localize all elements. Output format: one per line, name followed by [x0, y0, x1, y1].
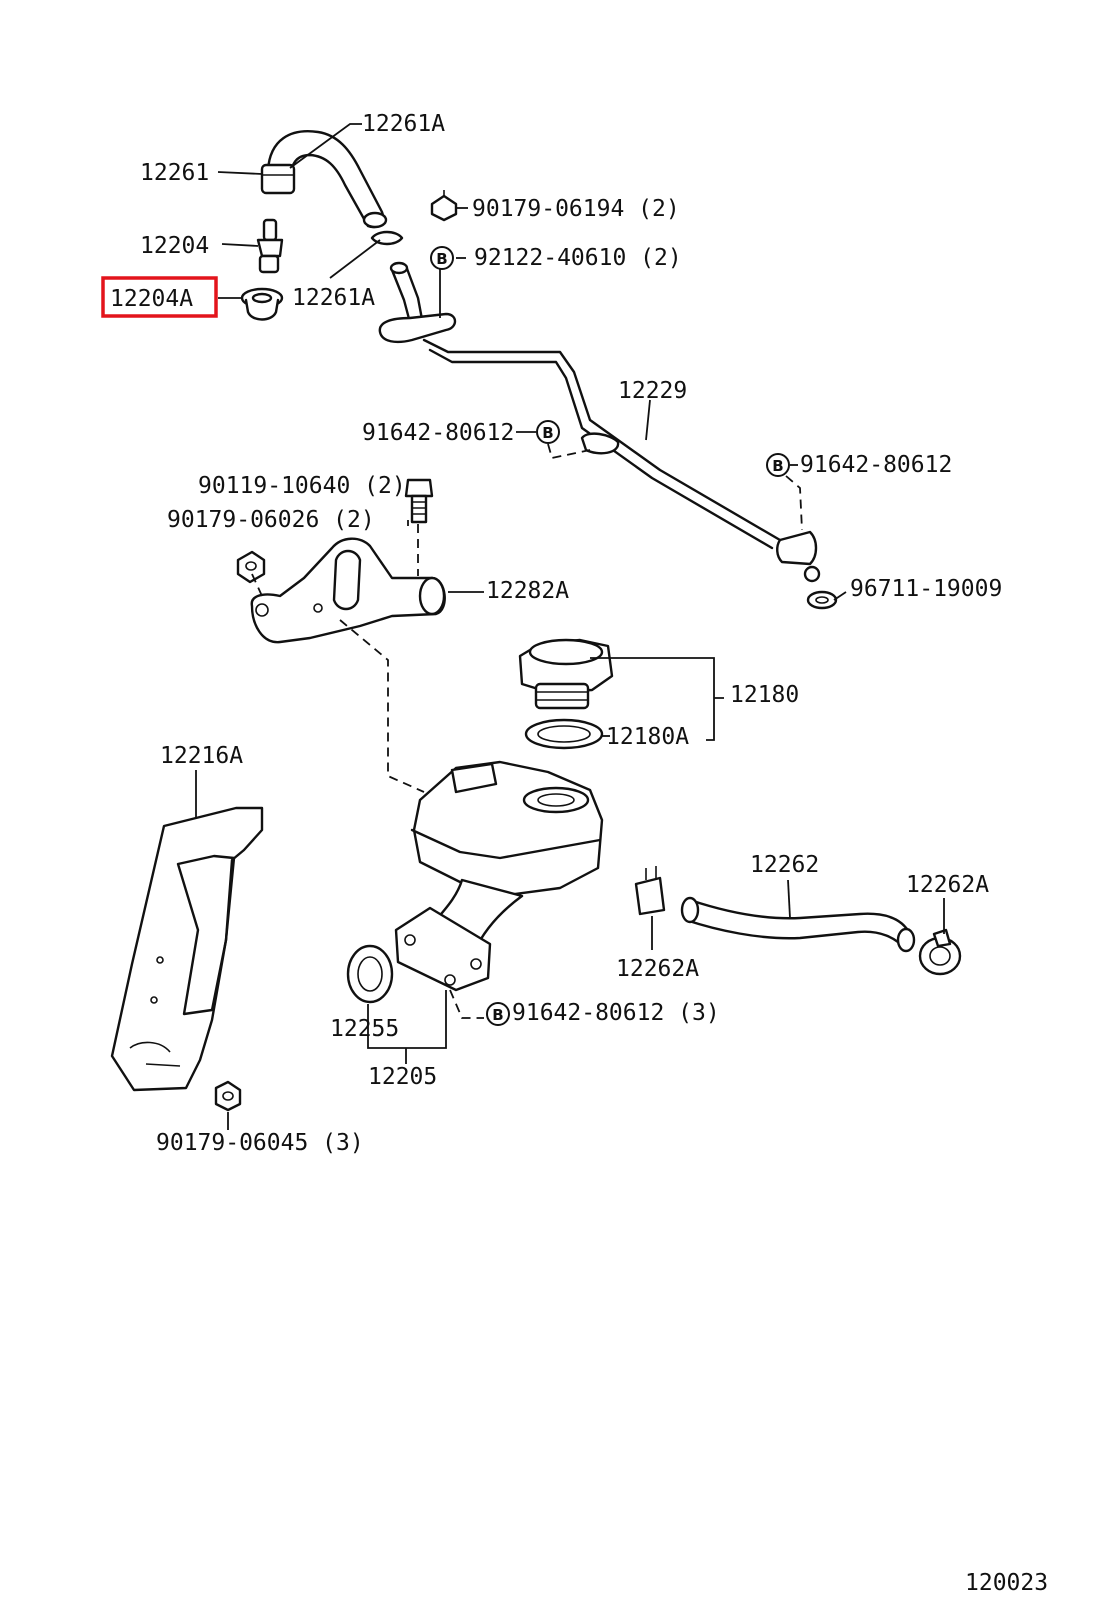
label-92122-40610[interactable]: 92122-40610 (2) [474, 245, 682, 271]
bolt-marker-91642-right: B [766, 453, 790, 477]
oil-filler-cap-12180-drawing[interactable] [518, 638, 614, 710]
bolt-marker-92122: B [430, 246, 454, 270]
nut-90179-06045-drawing[interactable] [214, 1080, 242, 1112]
label-12282A[interactable]: 12282A [486, 578, 569, 604]
label-12204A[interactable]: 12204A [110, 286, 193, 312]
label-12261[interactable]: 12261 [140, 160, 209, 186]
dashed-reference-lines [251, 262, 803, 1019]
bracket-12282A-drawing[interactable] [250, 537, 446, 644]
label-12229[interactable]: 12229 [618, 378, 687, 404]
baffle-plate-12216A-drawing[interactable] [110, 806, 264, 1092]
bolt-90119-10640-drawing[interactable] [404, 478, 434, 524]
label-12262A-left[interactable]: 12262A [616, 956, 699, 982]
gasket-12255-drawing[interactable] [346, 944, 394, 1004]
oil-separator-12205-drawing[interactable] [394, 760, 604, 992]
bolt-marker-91642-left: B [536, 420, 560, 444]
label-12262[interactable]: 12262 [750, 852, 819, 878]
diagram-id: 120023 [965, 1570, 1048, 1596]
label-90179-06045[interactable]: 90179-06045 (3) [156, 1130, 364, 1156]
hose-12261-drawing[interactable] [260, 130, 388, 229]
bolt-90179-06194-drawing[interactable] [430, 190, 458, 222]
label-91642-80612-right[interactable]: 91642-80612 [800, 452, 952, 478]
svg-text:B: B [772, 457, 783, 475]
label-90179-06026[interactable]: 90179-06026 (2) [167, 507, 375, 533]
label-96711-19009[interactable]: 96711-19009 [850, 576, 1002, 602]
pcv-valve-12204-drawing[interactable] [256, 218, 284, 274]
leader-lines [195, 123, 945, 1130]
label-90119-10640[interactable]: 90119-10640 (2) [198, 473, 406, 499]
label-12261A-top[interactable]: 12261A [362, 111, 445, 137]
label-91642-80612-left[interactable]: 91642-80612 [362, 420, 514, 446]
bolt-marker-91642-3: B [486, 1002, 510, 1026]
nut-90179-06026-drawing[interactable] [236, 550, 266, 584]
label-12204[interactable]: 12204 [140, 233, 209, 259]
svg-text:B: B [492, 1006, 503, 1024]
label-12255[interactable]: 12255 [330, 1016, 399, 1042]
pipe-12229-drawing[interactable] [378, 261, 821, 583]
label-12180[interactable]: 12180 [730, 682, 799, 708]
highlight-box-12204A [101, 276, 218, 318]
clamp-12262A-right-drawing[interactable] [918, 928, 962, 976]
label-12262A-right[interactable]: 12262A [906, 872, 989, 898]
label-90179-06194[interactable]: 90179-06194 (2) [472, 196, 680, 222]
label-91642-80612-3[interactable]: 91642-80612 (3) [512, 1000, 720, 1026]
grommet-12204A-drawing[interactable] [240, 287, 284, 321]
label-12205[interactable]: 12205 [368, 1064, 437, 1090]
svg-text:B: B [542, 424, 553, 442]
gasket-12180A-drawing[interactable] [524, 718, 604, 750]
label-12180A[interactable]: 12180A [606, 724, 689, 750]
clamp-12262A-left-drawing[interactable] [634, 866, 666, 916]
label-12216A[interactable]: 12216A [160, 743, 243, 769]
label-12261A-mid[interactable]: 12261A [292, 285, 375, 311]
hose-12262-drawing[interactable] [680, 896, 916, 953]
washer-96711-19009-drawing[interactable] [806, 590, 838, 610]
svg-text:B: B [436, 250, 447, 268]
